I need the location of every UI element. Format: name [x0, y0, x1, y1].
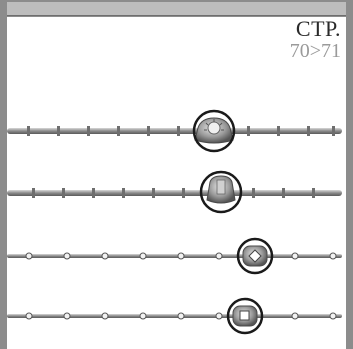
diamond-clasp: [242, 245, 268, 267]
chain-illustrations: [7, 109, 342, 335]
square-clasp: [232, 305, 258, 327]
chain-beads: [25, 312, 337, 320]
chain-beaded-square: [7, 297, 342, 335]
page-ref-pages: 70>71: [289, 40, 341, 62]
top-bar: [0, 0, 353, 17]
top-bar-inner: [7, 2, 346, 16]
chain-braided-bell: [7, 170, 342, 214]
highlight-ring: [236, 237, 274, 275]
chain-strand: [7, 314, 342, 318]
chain-strand: [7, 128, 342, 134]
highlight-ring: [199, 170, 243, 214]
chain-knots: [27, 126, 335, 136]
sun-charm: [194, 117, 234, 144]
chain-beads: [25, 252, 337, 260]
chain-knots: [32, 188, 315, 198]
bell-charm: [206, 175, 236, 204]
page-reference: СТР. 70>71: [289, 16, 341, 63]
page-ref-label: СТР.: [295, 16, 341, 41]
chain-braided-sun: [7, 109, 342, 153]
chain-strand: [7, 190, 342, 196]
highlight-ring: [226, 297, 264, 335]
highlight-ring: [192, 109, 236, 153]
chain-beaded-diamond: [7, 237, 342, 275]
